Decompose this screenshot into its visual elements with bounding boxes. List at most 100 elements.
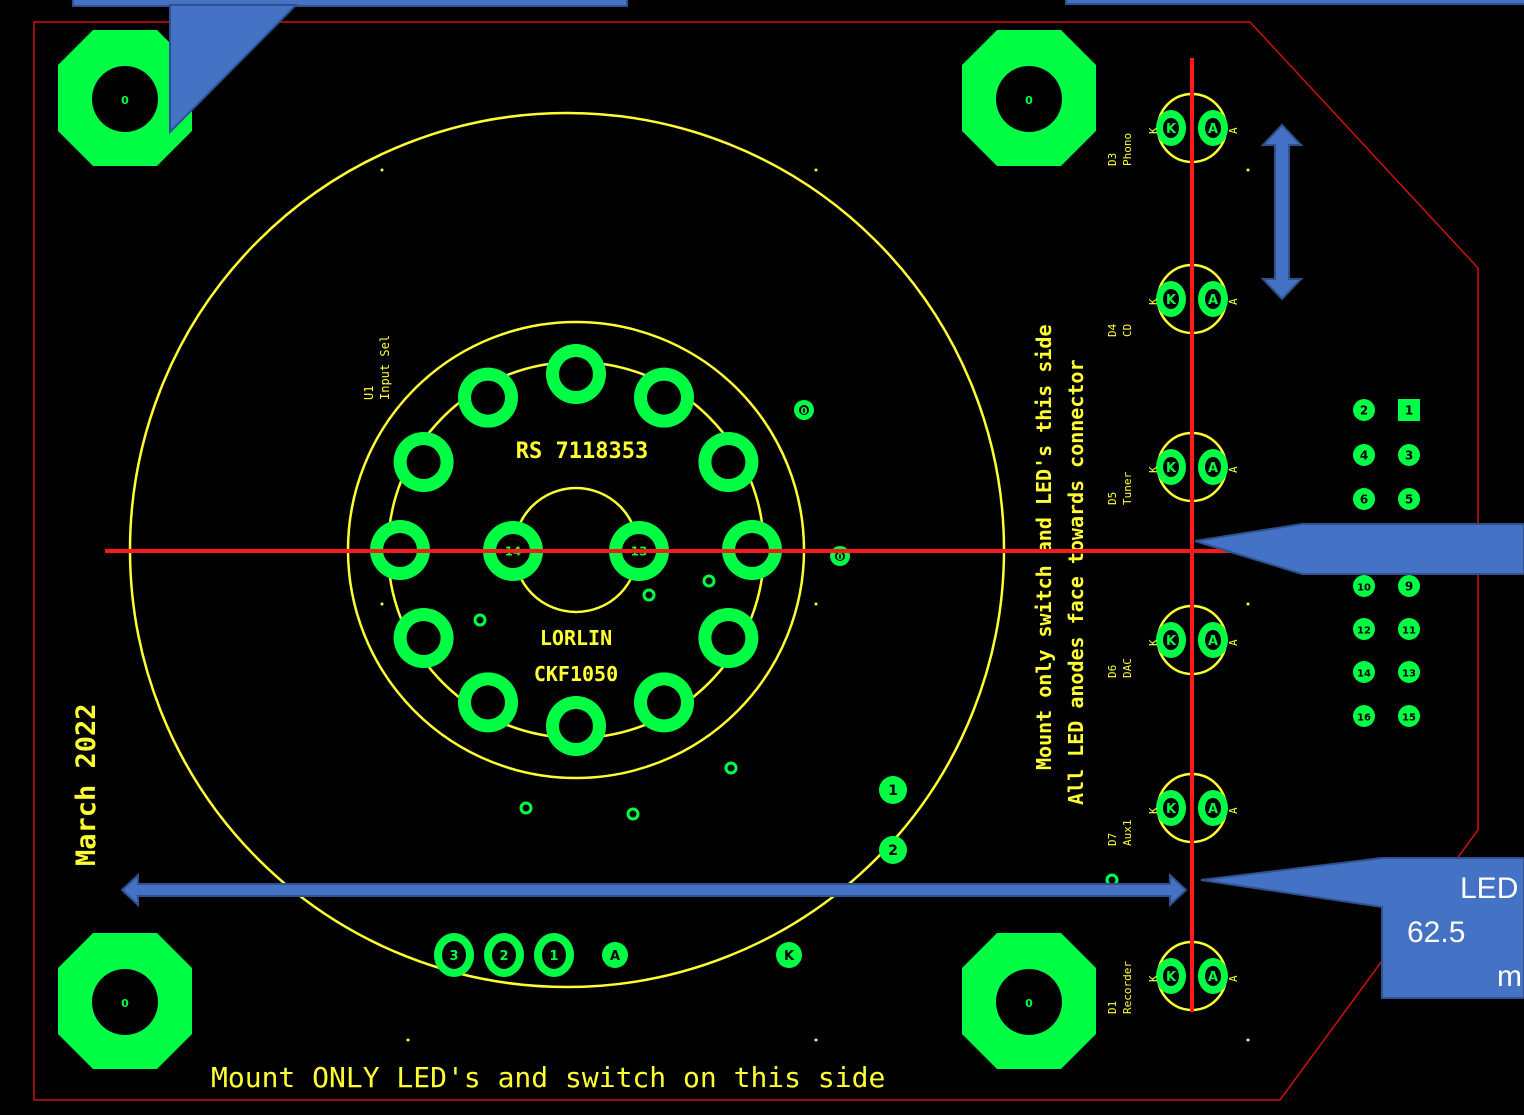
svg-text:3: 3	[449, 949, 458, 964]
switch-pad: 9	[393, 0, 454, 492]
mount-hole-label: 0	[1025, 94, 1033, 107]
led-pad-label: A	[1208, 802, 1218, 817]
led-designator: D4	[1106, 323, 1119, 337]
pad-bottom-k: K	[776, 942, 802, 968]
pin-number: 5	[1405, 493, 1413, 507]
pad-number: 12	[656, 0, 673, 3]
led-pad-label: K	[1166, 461, 1177, 476]
connector-pin-1: 1	[1398, 399, 1420, 421]
date-label: March 2022	[71, 703, 102, 866]
led-pad-label: K	[1166, 122, 1177, 137]
callout-bottom-right: LED 62.5 m	[1200, 857, 1524, 999]
connector-pin-14: 14	[1353, 661, 1375, 683]
switch-designator: U1	[362, 386, 376, 400]
callout-text-line-1: LED	[1460, 872, 1518, 905]
callout-text-line-3: m	[1497, 960, 1522, 993]
pin-number: 13	[1402, 669, 1416, 680]
mount-instruction-2: All LED anodes face towards connector	[1064, 359, 1088, 805]
connector-pin-15: 15	[1398, 705, 1420, 727]
connector-pin-3: 3	[1398, 444, 1420, 466]
mount-hole-top-left: 0	[58, 30, 192, 166]
pin-number: 14	[1357, 669, 1371, 680]
horizontal-double-arrow	[120, 872, 1188, 908]
pin-number: 12	[1357, 626, 1371, 637]
pad-number: 2	[748, 0, 756, 3]
mount-hole-label: 0	[121, 94, 129, 107]
led-designator: D1	[1106, 1001, 1119, 1014]
switch-pad: 1	[698, 0, 759, 492]
switch-pad: 12	[634, 0, 694, 428]
led-a-marker: A	[1227, 298, 1240, 305]
connector-pin-5: 5	[1398, 488, 1420, 510]
led-pad-label: K	[1166, 970, 1177, 985]
connector-pin-2: 2	[1353, 399, 1375, 421]
callout-top-left	[72, 0, 628, 135]
board-outline	[33, 21, 1479, 1101]
pin-number: 16	[1357, 713, 1371, 724]
callout-text-line-2: 62.5	[1407, 916, 1465, 949]
pin-number: 6	[1360, 493, 1368, 507]
led-a-marker: A	[1227, 807, 1240, 814]
pad-number: 4	[660, 0, 668, 3]
svg-text:1: 1	[549, 949, 558, 964]
led-pad-label: A	[1208, 461, 1218, 476]
led-pad-label: A	[1208, 970, 1218, 985]
pad-one-small: 1	[879, 776, 907, 804]
switch-pad: 7	[393, 0, 454, 668]
switch-name: Input Sel	[378, 335, 392, 400]
led-k-marker: K	[1147, 127, 1160, 134]
switch-pad: 4	[634, 0, 694, 733]
led-pad-label: K	[1166, 802, 1177, 817]
switch-pad: 3	[698, 0, 759, 668]
led-pad-label: A	[1208, 122, 1218, 137]
mount-hole-label: 0	[1025, 997, 1033, 1010]
pin-number: 1	[1405, 404, 1413, 418]
mount-hole-bottom-right: 0	[962, 933, 1096, 1069]
led-a-marker: A	[1227, 975, 1240, 982]
bottom-mount-label: Mount ONLY LED's and switch on this side	[211, 1061, 885, 1094]
svg-text:K: K	[784, 949, 795, 964]
callout-center-right	[1194, 523, 1524, 575]
pad-bottom-2: 2	[484, 933, 524, 977]
svg-text:2: 2	[499, 949, 508, 964]
led-k-marker: K	[1147, 466, 1160, 473]
pad-bottom-3: 3	[434, 933, 474, 977]
switch-part-number: RS 7118353	[516, 439, 648, 464]
pad-bottom-a: A	[602, 942, 628, 968]
pin-number: 15	[1402, 713, 1416, 724]
pin-number: 3	[1405, 449, 1413, 463]
svg-text:0: 0	[801, 406, 808, 417]
callout-top-right	[1065, 0, 1524, 5]
led-name: DAC	[1121, 658, 1134, 678]
pin-number: 10	[1357, 583, 1371, 594]
connector-pin-10: 10	[1353, 575, 1375, 597]
svg-text:A: A	[610, 949, 620, 964]
led-name: Recorder	[1121, 961, 1134, 1014]
mount-hole-bottom-left: 0	[58, 933, 192, 1069]
connector-pin-13: 13	[1398, 661, 1420, 683]
led-name: Aux1	[1121, 820, 1134, 847]
led-a-marker: A	[1227, 127, 1240, 134]
connector-pin-16: 16	[1353, 705, 1375, 727]
led-pad-label: K	[1166, 634, 1177, 649]
led-k-marker: K	[1147, 975, 1160, 982]
mount-hole-top-right: 0	[962, 30, 1096, 166]
led-designator: D6	[1106, 665, 1119, 678]
switch-model: CKF1050	[534, 662, 618, 686]
led-designator: D5	[1106, 492, 1119, 505]
svg-text:0: 0	[837, 552, 844, 563]
silkscreen-dots	[380, 168, 1250, 1042]
switch-pad: 6	[458, 0, 518, 733]
led-name: CD	[1121, 324, 1134, 337]
led-designator: D7	[1106, 833, 1119, 846]
led-a-marker: A	[1227, 466, 1240, 473]
pad-zero-top: 0	[794, 400, 814, 420]
led-name: Phono	[1121, 133, 1134, 166]
pad-bottom-1: 1	[534, 933, 574, 977]
